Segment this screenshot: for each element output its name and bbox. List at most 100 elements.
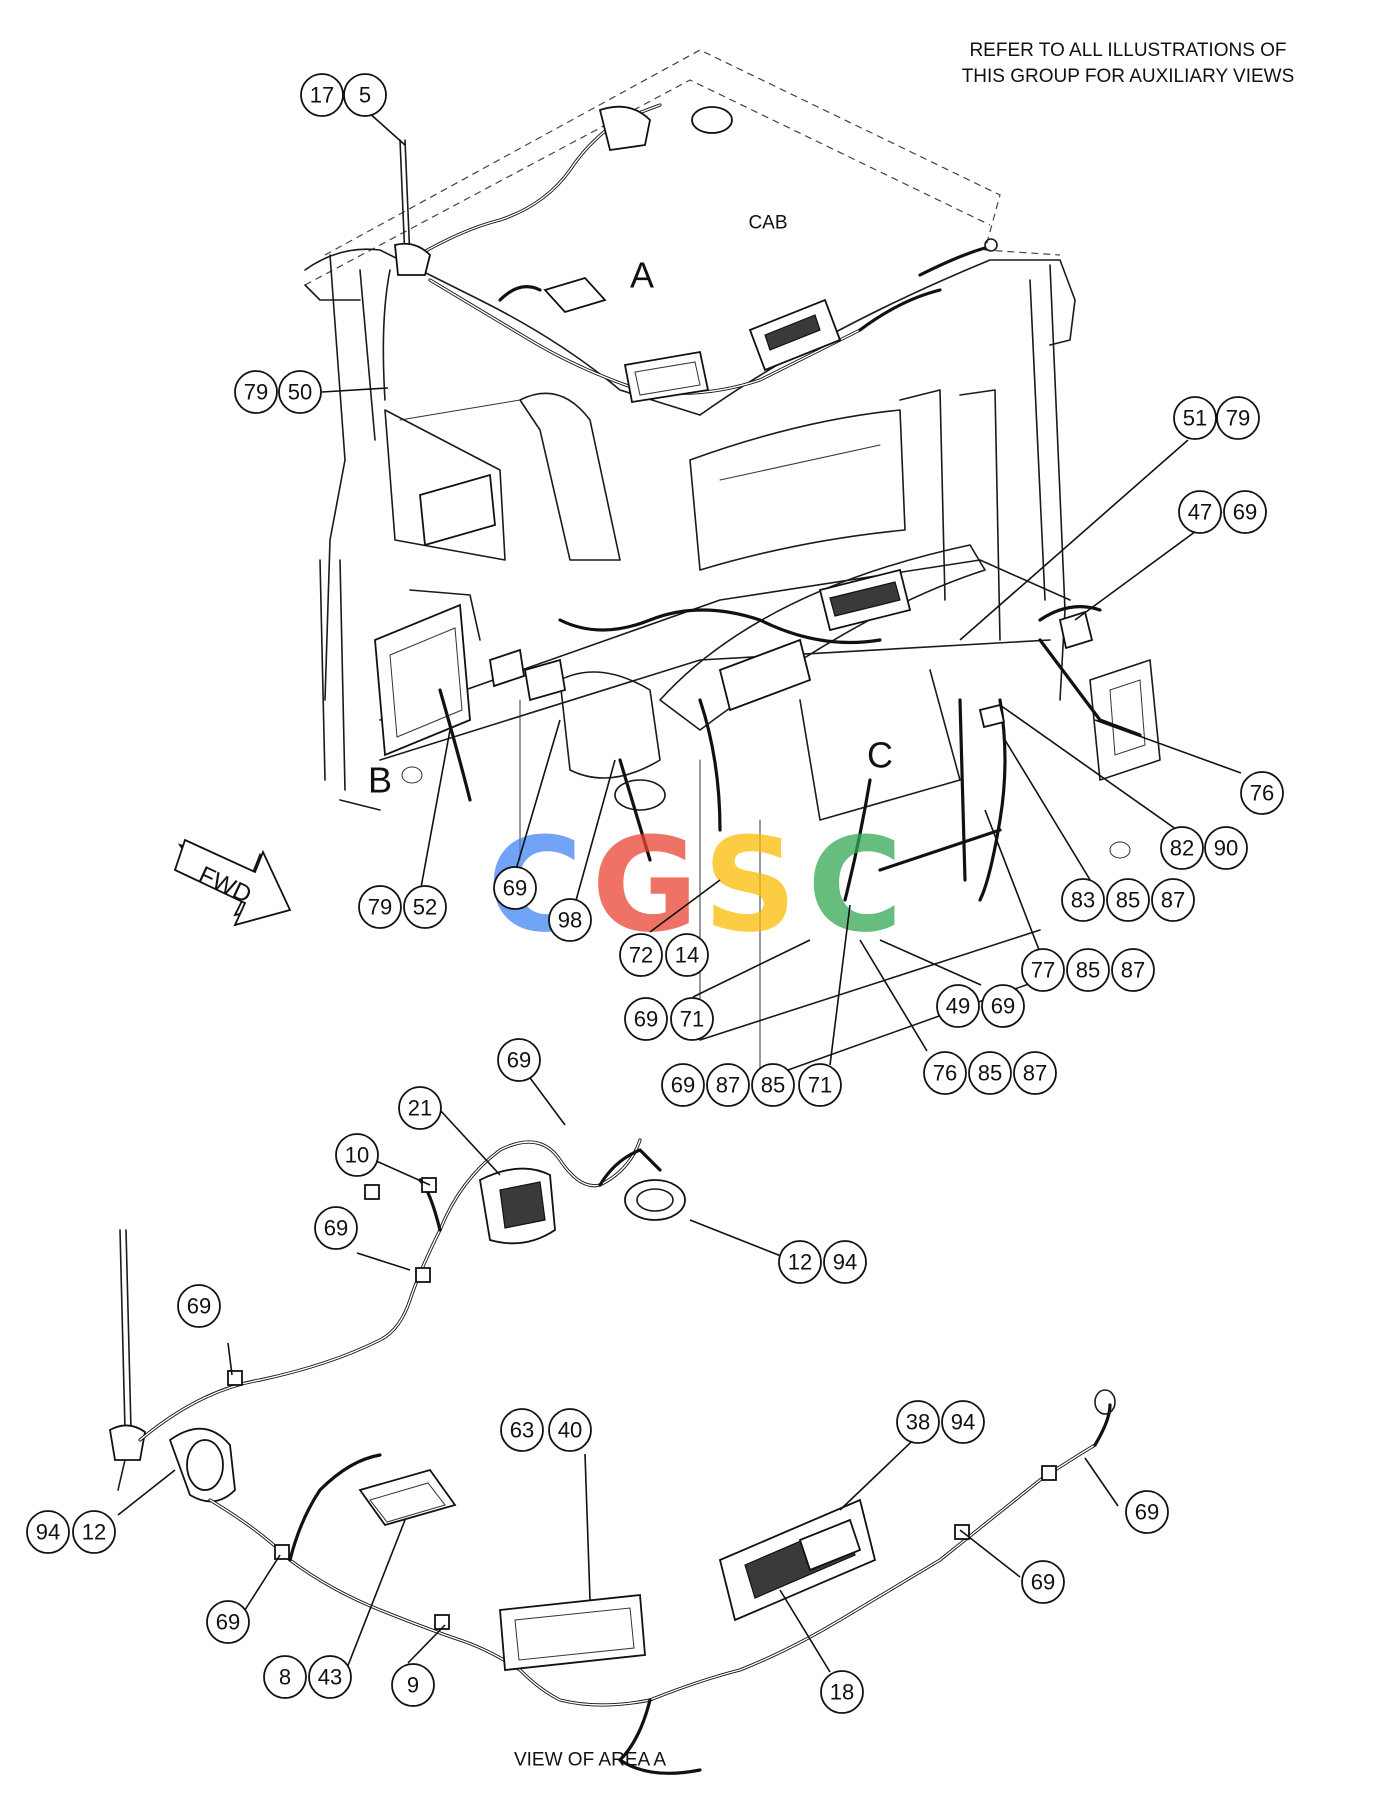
svg-text:94: 94 [833,1250,857,1275]
svg-text:49: 49 [946,994,970,1019]
svg-text:51: 51 [1183,406,1207,431]
callout-79-50: 79 50 [234,370,322,414]
svg-text:79: 79 [244,380,268,405]
svg-text:69: 69 [216,1610,240,1635]
svg-text:9: 9 [407,1673,419,1698]
svg-text:69: 69 [671,1073,695,1098]
cab-label: CAB [748,213,787,234]
callout-69-87-85-71: 69 87 85 71 [661,1063,842,1107]
svg-text:8: 8 [279,1665,291,1690]
callout-69-area-b: 69 [493,866,537,910]
svg-text:63: 63 [510,1418,534,1443]
svg-text:43: 43 [318,1665,342,1690]
watermark-letter-3: S [703,809,797,961]
svg-text:5: 5 [359,83,371,108]
callout-69-bottom-left: 69 [206,1600,250,1644]
svg-text:69: 69 [634,1007,658,1032]
callout-69-top: 69 [497,1038,541,1082]
callout-69-71: 69 71 [624,997,714,1041]
callout-18: 18 [820,1670,864,1714]
svg-text:94: 94 [36,1520,60,1545]
area-a-detail-view [109,1138,1116,1775]
callout-69-left: 69 [177,1284,221,1328]
svg-text:98: 98 [558,908,582,933]
svg-text:90: 90 [1214,836,1238,861]
callout-38-94: 38 94 [896,1400,985,1444]
view-of-area-a-caption: VIEW OF AREA A [514,1750,666,1771]
callout-47-69: 47 69 [1178,490,1267,534]
svg-text:69: 69 [1031,1570,1055,1595]
svg-text:69: 69 [187,1294,211,1319]
callout-9: 9 [391,1663,435,1707]
svg-text:14: 14 [675,943,699,968]
svg-text:69: 69 [1135,1500,1159,1525]
svg-text:52: 52 [413,895,437,920]
forward-direction-arrow: FWD [173,838,292,927]
svg-text:87: 87 [1161,888,1185,913]
svg-text:85: 85 [761,1073,785,1098]
svg-text:83: 83 [1071,888,1095,913]
svg-text:76: 76 [1250,781,1274,806]
callout-79-52: 79 52 [358,885,447,929]
callout-69-mid: 69 [314,1206,358,1250]
callout-12-94: 12 94 [778,1240,867,1284]
callout-51-79: 51 79 [1173,396,1260,440]
callout-10: 10 [335,1133,379,1177]
svg-text:87: 87 [1023,1061,1047,1086]
reference-note-line-2: THIS GROUP FOR AUXILIARY VIEWS [962,66,1295,87]
reference-note-line-1: REFER TO ALL ILLUSTRATIONS OF [969,40,1286,61]
callout-63-40: 63 40 [500,1408,592,1452]
svg-text:18: 18 [830,1680,854,1705]
svg-text:71: 71 [680,1007,704,1032]
svg-text:72: 72 [629,943,653,968]
callout-balloons: 17 5 79 50 51 79 47 69 76 82 90 83 85 87… [26,73,1284,1714]
watermark-letter-4: C [807,809,902,961]
svg-text:69: 69 [507,1048,531,1073]
svg-text:69: 69 [324,1216,348,1241]
callout-8-43: 8 43 [263,1655,352,1699]
svg-text:77: 77 [1031,958,1055,983]
callout-77-85-87: 77 85 87 [1021,948,1155,992]
svg-text:87: 87 [716,1073,740,1098]
svg-text:12: 12 [82,1520,106,1545]
callout-21: 21 [398,1086,442,1130]
svg-text:38: 38 [906,1410,930,1435]
svg-text:76: 76 [933,1061,957,1086]
svg-text:47: 47 [1188,500,1212,525]
svg-text:87: 87 [1121,958,1145,983]
svg-text:85: 85 [978,1061,1002,1086]
svg-text:79: 79 [368,895,392,920]
callout-94-12: 94 12 [26,1510,116,1554]
watermark: C G S C [487,809,902,961]
svg-text:50: 50 [288,380,312,405]
svg-text:85: 85 [1116,888,1140,913]
area-b-label: B [368,760,392,801]
svg-text:82: 82 [1170,836,1194,861]
callout-83-85-87: 83 85 87 [1061,878,1195,922]
callout-17-5: 17 5 [300,73,387,117]
svg-text:69: 69 [1233,500,1257,525]
area-labels: A B C CAB REFER TO ALL ILLUSTRATIONS OF … [368,40,1294,801]
callout-72-14: 72 14 [619,933,709,977]
area-a-label: A [630,255,654,296]
callout-69-right-upper: 69 [1125,1490,1169,1534]
svg-text:69: 69 [503,876,527,901]
callout-69-right-lower: 69 [1021,1560,1065,1604]
callout-82-90: 82 90 [1160,826,1248,870]
callout-76-upper: 76 [1240,771,1284,815]
svg-text:79: 79 [1226,406,1250,431]
upper-harness-wiring [382,103,1142,902]
callout-98: 98 [548,898,592,942]
callout-49-69: 49 69 [936,984,1025,1028]
svg-text:69: 69 [991,994,1015,1019]
svg-text:71: 71 [808,1073,832,1098]
svg-text:17: 17 [310,83,334,108]
svg-text:21: 21 [408,1096,432,1121]
svg-text:10: 10 [345,1143,369,1168]
callout-76-85-87: 76 85 87 [923,1051,1057,1095]
svg-text:12: 12 [788,1250,812,1275]
area-c-label: C [867,735,893,776]
svg-text:85: 85 [1076,958,1100,983]
